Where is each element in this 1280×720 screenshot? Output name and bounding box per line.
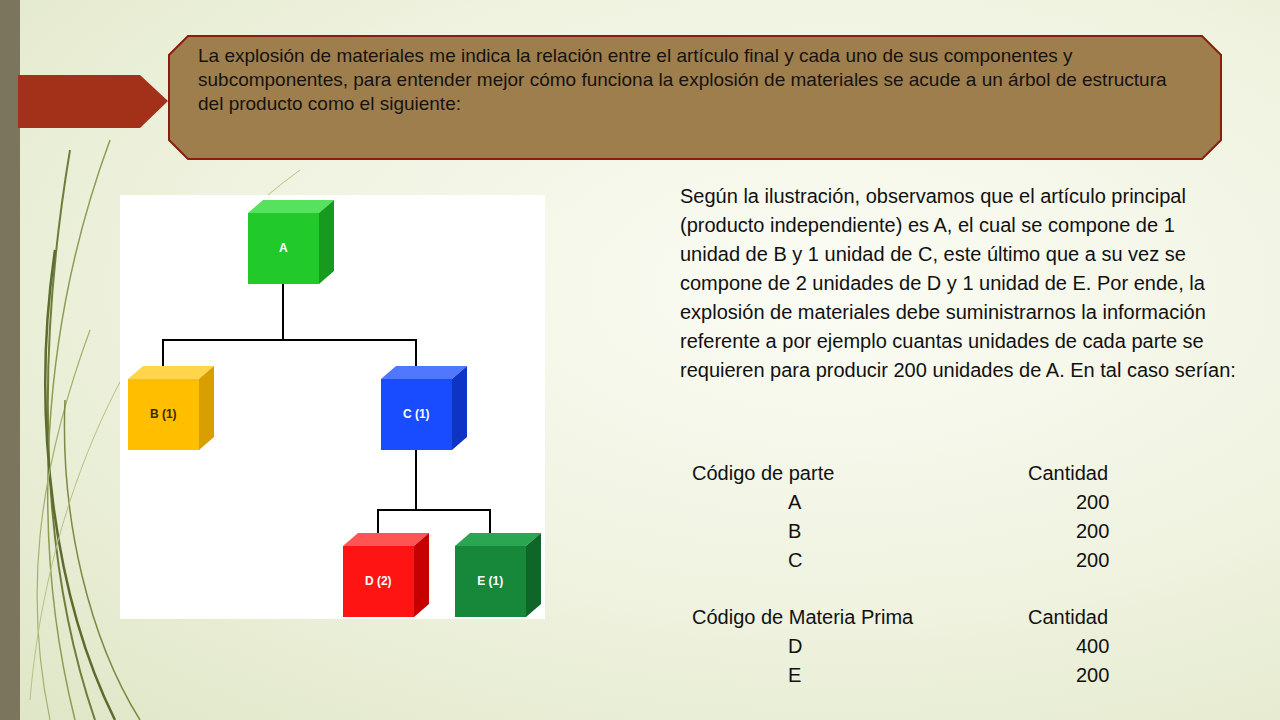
tree-connector xyxy=(416,450,490,533)
product-cube: A xyxy=(248,200,334,284)
quantity: 200 xyxy=(1076,490,1109,514)
cube-face: E (1) xyxy=(455,546,526,617)
illustration-ground xyxy=(120,195,545,619)
part-code: B xyxy=(788,519,801,543)
material-cube: E (1) xyxy=(455,533,541,617)
quantity: 200 xyxy=(1076,548,1109,572)
part-code: A xyxy=(788,490,801,514)
tree-connector xyxy=(163,284,283,366)
tree-connector xyxy=(378,450,416,533)
banner-text: La explosión de materiales me indica la … xyxy=(198,44,1192,116)
red-pointer xyxy=(18,75,168,128)
material-cube: D (2) xyxy=(343,533,429,617)
component-cube: B (1) xyxy=(128,366,214,450)
left-bar xyxy=(0,0,20,720)
table-header: Cantidad xyxy=(1028,461,1108,485)
component-cube: C (1) xyxy=(381,366,467,450)
part-code: C xyxy=(788,548,802,572)
tree-connector xyxy=(283,284,416,366)
cube-face: A xyxy=(248,213,319,284)
part-label: A xyxy=(279,241,288,255)
quantity: 200 xyxy=(1076,663,1109,687)
table-header: Cantidad xyxy=(1028,605,1108,629)
banner-outline xyxy=(169,36,1221,159)
part-label: D (2) xyxy=(365,574,392,588)
explanation-text: Según la ilustración, observamos que el … xyxy=(680,182,1240,385)
quantity: 400 xyxy=(1076,634,1109,658)
cube-shape xyxy=(248,200,334,284)
table-header: Código de parte xyxy=(692,461,834,485)
cube-face: D (2) xyxy=(343,546,414,617)
table-header: Código de Materia Prima xyxy=(692,605,913,629)
part-label: C (1) xyxy=(403,407,430,421)
cube-face: C (1) xyxy=(381,379,452,450)
part-label: E (1) xyxy=(477,574,503,588)
material-code: E xyxy=(788,663,801,687)
quantity: 200 xyxy=(1076,519,1109,543)
material-code: D xyxy=(788,634,802,658)
part-label: B (1) xyxy=(150,407,177,421)
intro-banner: La explosión de materiales me indica la … xyxy=(168,35,1222,160)
cube-face: B (1) xyxy=(128,379,199,450)
